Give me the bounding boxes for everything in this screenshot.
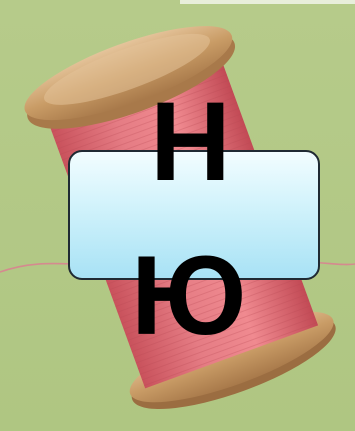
top-letter: Н [150,79,231,204]
top-edge-strip [180,0,355,4]
bottom-letter: Ю [131,233,247,358]
label-box [68,150,320,280]
